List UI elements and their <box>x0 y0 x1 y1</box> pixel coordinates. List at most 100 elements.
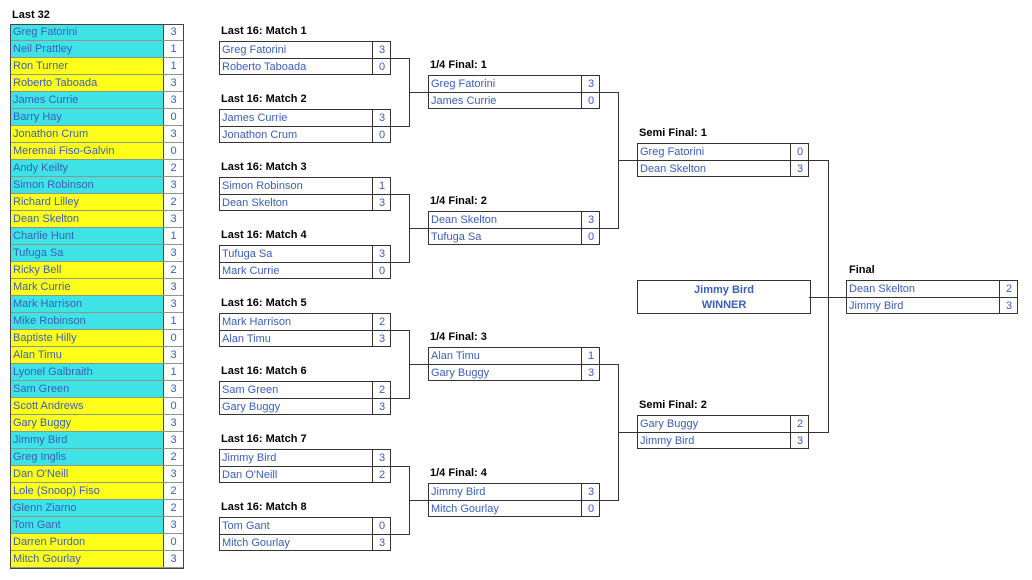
player-name: James Currie <box>431 95 497 107</box>
player-name: Dean Skelton <box>849 283 916 295</box>
player-score: 0 <box>372 518 391 534</box>
player-name: Mitch Gourlay <box>222 537 290 549</box>
last16-6-title: Last 16: Match 6 <box>221 365 307 377</box>
player-score: 3 <box>372 110 391 126</box>
quarter-1-title: 1/4 Final: 1 <box>430 59 487 71</box>
player-score: 3 <box>581 76 600 92</box>
last16-2-title: Last 16: Match 2 <box>221 93 307 105</box>
player-name: Mitch Gourlay <box>431 503 499 515</box>
connector-line <box>409 364 428 365</box>
player-name: Gary Buggy <box>10 415 163 431</box>
player-score: 3 <box>372 535 391 551</box>
player-score: 2 <box>163 160 183 176</box>
match-row: Tom Gant 0 <box>220 518 390 535</box>
semi-1-title: Semi Final: 1 <box>639 127 707 139</box>
player-name: Gary Buggy <box>222 401 281 413</box>
player-name: Sam Green <box>10 381 163 397</box>
connector-line <box>391 466 409 467</box>
player-score: 2 <box>163 500 183 516</box>
player-name: Alan Timu <box>431 350 480 362</box>
player-score: 3 <box>163 381 183 397</box>
semi-2-title: Semi Final: 2 <box>639 399 707 411</box>
player-score: 2 <box>372 382 391 398</box>
player-score: 1 <box>163 313 183 329</box>
player-name: Jonathon Crum <box>222 129 298 141</box>
player-name: Dean Skelton <box>10 211 163 227</box>
player-score: 0 <box>581 229 600 245</box>
player-name: Barry Hay <box>10 109 163 125</box>
last16-8-title: Last 16: Match 8 <box>221 501 307 513</box>
last16-1-title: Last 16: Match 1 <box>221 25 307 37</box>
player-name: Jimmy Bird <box>10 432 163 448</box>
player-name: Roberto Taboada <box>10 75 163 91</box>
player-name: Lyonel Galbraith <box>10 364 163 380</box>
player-name: Tom Gant <box>222 520 270 532</box>
player-score: 3 <box>163 126 183 142</box>
player-score: 3 <box>372 42 391 58</box>
player-name: Tom Gant <box>10 517 163 533</box>
winner-box: Jimmy Bird WINNER <box>637 280 811 314</box>
player-name: Dean Skelton <box>640 163 707 175</box>
connector-line <box>809 160 828 161</box>
connector-line <box>391 194 409 195</box>
match-row: Dean Skelton 3 <box>638 161 808 177</box>
player-name: Greg Fatorini <box>431 78 496 90</box>
last16-3-title: Last 16: Match 3 <box>221 161 307 173</box>
player-name: Darren Purdon <box>10 534 163 550</box>
player-score: 3 <box>163 75 183 91</box>
player-name: Gary Buggy <box>640 418 699 430</box>
player-name: Glenn Ziarno <box>10 500 163 516</box>
player-score: 3 <box>581 484 600 500</box>
connector-line <box>600 364 618 365</box>
player-score: 1 <box>163 41 183 57</box>
player-name: Meremai Fiso-Galvin <box>10 143 163 159</box>
player-score: 2 <box>163 483 183 499</box>
player-score: 0 <box>581 93 600 109</box>
player-name: Mark Harrison <box>222 316 292 328</box>
player-score: 3 <box>790 161 809 177</box>
player-score: 3 <box>163 24 183 40</box>
player-name: Jimmy Bird <box>640 435 695 447</box>
final-row-1: Dean Skelton 2 <box>847 281 1017 298</box>
connector-line <box>809 297 846 298</box>
connector-line <box>391 126 409 127</box>
player-name: Ricky Bell <box>10 262 163 278</box>
player-score: 3 <box>163 415 183 431</box>
quarter-4-title: 1/4 Final: 4 <box>430 467 487 479</box>
player-name: Simon Robinson <box>222 180 303 192</box>
connector-line <box>828 160 829 433</box>
player-name: Mike Robinson <box>10 313 163 329</box>
player-score: 0 <box>372 263 391 279</box>
